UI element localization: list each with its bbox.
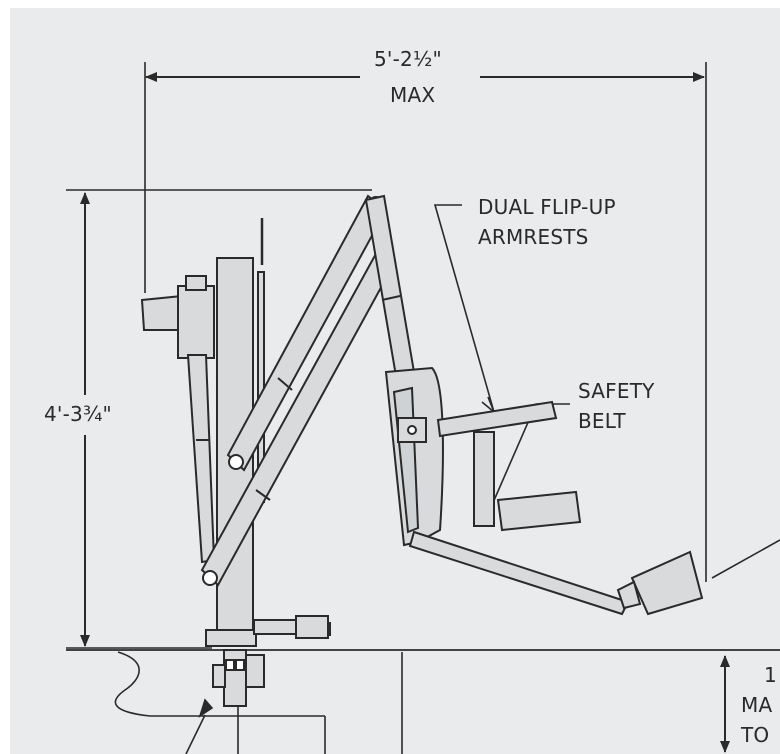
depth-label-line2: MA <box>741 693 773 717</box>
seat-back <box>384 366 444 547</box>
actuator <box>140 275 216 564</box>
width-dimension-line <box>144 62 707 582</box>
width-dimension-label: 5'-2½" <box>374 47 442 71</box>
armrest <box>436 400 558 527</box>
height-dimension-line <box>66 189 372 649</box>
footrest <box>616 550 704 616</box>
depth-label-line1: 1 <box>764 663 777 687</box>
armrests-callout-line1: DUAL FLIP-UP <box>478 195 616 219</box>
belt-callout-line2: BELT <box>578 409 626 433</box>
armrests-callout-line2: ARMRESTS <box>478 225 589 249</box>
belt-callout-line1: SAFETY <box>578 379 655 403</box>
height-dimension-label: 4'-3¾" <box>44 402 112 426</box>
width-max-label: MAX <box>390 83 436 107</box>
depth-label-line3: TO <box>741 723 770 747</box>
seat <box>408 490 630 616</box>
pool-deck <box>66 649 780 754</box>
